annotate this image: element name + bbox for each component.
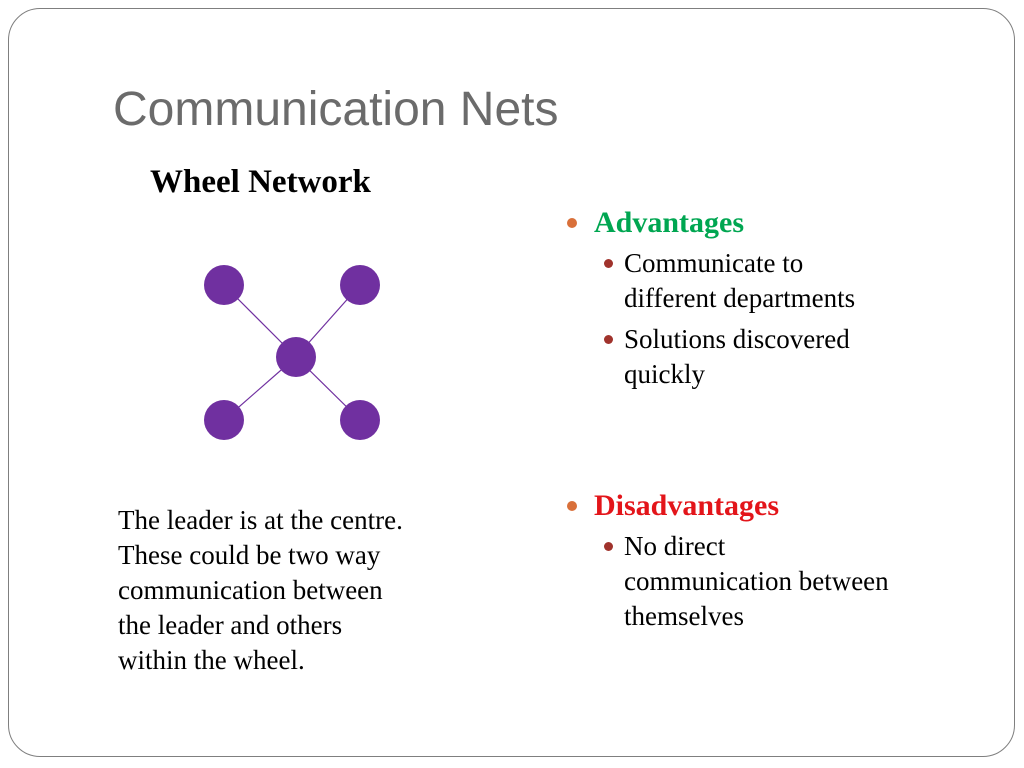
advantage-item: Communicate to different departments — [566, 246, 986, 316]
disadvantage-item-line: No direct — [624, 531, 726, 561]
disadvantage-item-line: themselves — [624, 601, 744, 631]
disadvantages-heading: Disadvantages — [566, 486, 986, 526]
disadvantages-heading-text: Disadvantages — [594, 489, 780, 522]
disadvantage-item-line: communication between — [624, 566, 889, 596]
node-bottom-left — [204, 400, 244, 440]
bullet-icon — [604, 335, 613, 344]
advantages-heading-text: Advantages — [594, 206, 745, 239]
caption-line: communication between — [118, 575, 383, 605]
advantage-item-line: quickly — [624, 359, 705, 389]
advantage-item-line: different departments — [624, 283, 856, 313]
bullet-icon — [604, 542, 613, 551]
bullet-icon — [604, 259, 613, 268]
slide-frame — [8, 8, 1015, 757]
bullet-icon — [567, 218, 577, 228]
node-bottom-right — [340, 400, 380, 440]
caption-line: the leader and others — [118, 610, 343, 640]
node-top-right — [340, 265, 380, 305]
wheel-description: The leader is at the centre. These could… — [118, 503, 488, 678]
caption-line: The leader is at the centre. — [118, 505, 403, 535]
advantages-heading: Advantages — [566, 203, 986, 243]
node-top-left — [204, 265, 244, 305]
advantage-item: Solutions discovered quickly — [566, 322, 986, 392]
advantage-item-line: Solutions discovered — [624, 324, 850, 354]
bullet-icon — [567, 501, 577, 511]
advantage-item-line: Communicate to — [624, 248, 804, 278]
advantages-section: Advantages Communicate to different depa… — [566, 203, 986, 398]
disadvantage-item: No direct communication between themselv… — [566, 529, 986, 634]
wheel-network-diagram — [204, 265, 380, 440]
disadvantages-section: Disadvantages No direct communication be… — [566, 486, 986, 640]
caption-line: within the wheel. — [118, 645, 305, 675]
slide-title: Communication Nets — [113, 83, 559, 136]
caption-line: These could be two way — [118, 540, 381, 570]
diagram-subtitle: Wheel Network — [150, 164, 371, 200]
node-center — [276, 337, 316, 377]
